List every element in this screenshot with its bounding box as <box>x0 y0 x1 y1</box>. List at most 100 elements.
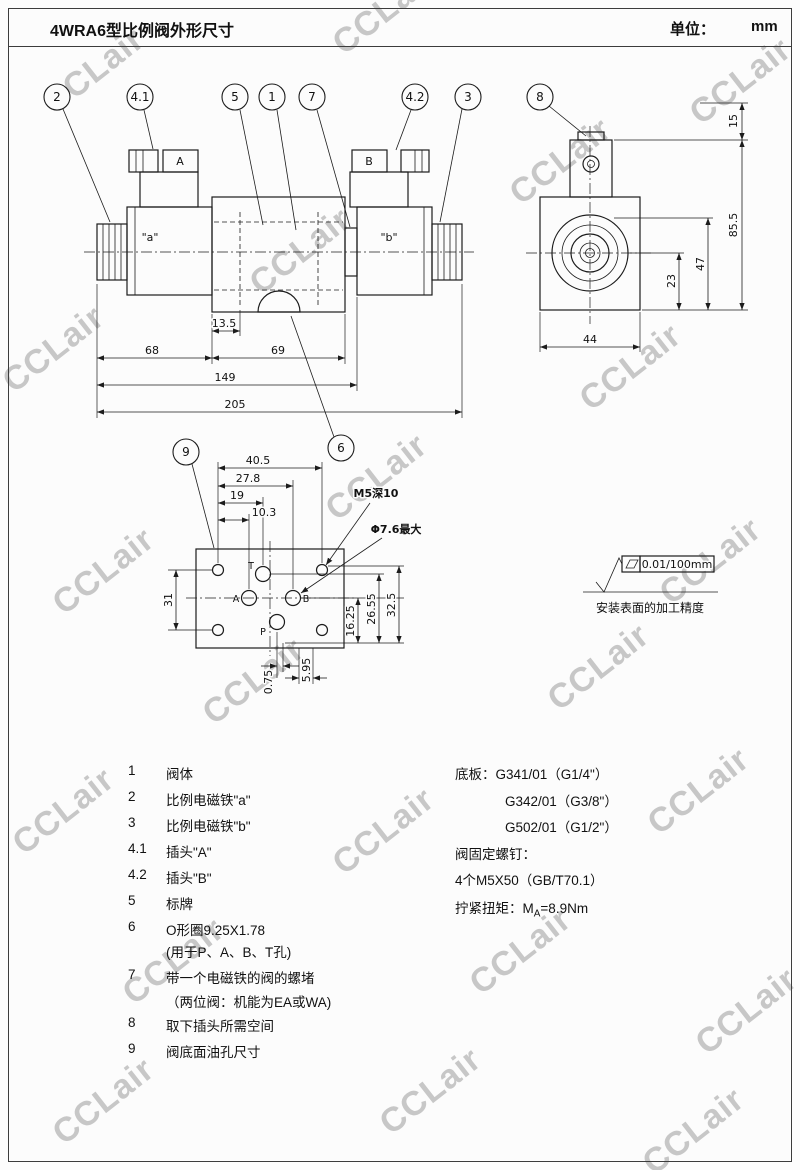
bottom-dimensions: 40.5 27.8 19 10.3 31 16.25 26.55 32.5 <box>161 453 423 696</box>
callout-7: 7 <box>308 90 316 104</box>
surface-finish: 0.01/100mm 安装表面的加工精度 <box>583 555 718 615</box>
note-m5-thread: M5深10 <box>354 486 399 500</box>
dim-16-25: 16.25 <box>344 605 357 637</box>
parts-list-item: 2 比例电磁铁"a" <box>128 789 251 809</box>
callouts: 2 4.1 5 1 7 4.2 3 8 9 6 <box>43 83 587 549</box>
dim-10-3: 10.3 <box>252 506 277 519</box>
dim-19: 19 <box>230 489 244 502</box>
part-number: 4.2 <box>128 867 147 882</box>
header-divider <box>9 46 791 47</box>
part-desc: 取下插头所需空间 <box>166 1019 274 1034</box>
parts-list-item: 9 阀底面油孔尺寸 <box>128 1041 261 1061</box>
callout-3: 3 <box>464 90 472 104</box>
part-number: 4.1 <box>128 841 147 856</box>
technical-drawing: A "a" "b" B <box>43 83 748 696</box>
oring-seat-hatch <box>257 290 301 313</box>
part-number: 7 <box>128 967 136 982</box>
baseplate-option-3: G502/01（G1/2"） <box>505 820 618 835</box>
dim-15: 15 <box>727 114 740 128</box>
dim-5-95: 5.95 <box>300 658 313 683</box>
dim-26-55: 26.55 <box>365 593 378 625</box>
callout-9: 9 <box>182 445 190 459</box>
side-dimensions: 44 23 47 85.5 15 <box>539 102 748 352</box>
plug-b-label: B <box>365 155 373 168</box>
callout-4-2: 4.2 <box>405 90 424 104</box>
finish-tolerance: 0.01/100mm <box>642 558 713 571</box>
part-desc: 插头"A" <box>166 845 212 860</box>
dim-23: 23 <box>665 274 678 288</box>
parts-list-item: 4.1 插头"A" <box>128 841 212 861</box>
dim-40-5: 40.5 <box>246 454 271 467</box>
dim-149: 149 <box>215 371 236 384</box>
note-phi-max: Φ7.6最大 <box>371 522 422 536</box>
front-view: A "a" "b" B <box>84 149 474 313</box>
finish-caption: 安装表面的加工精度 <box>596 600 704 615</box>
part-number: 3 <box>128 815 136 830</box>
parts-list-item: 4.2 插头"B" <box>128 867 212 887</box>
mounting-screws-label: 阀固定螺钉： <box>455 847 536 862</box>
part-number: 1 <box>128 763 136 778</box>
callout-4-1: 4.1 <box>130 90 149 104</box>
port-b-label: B <box>303 594 310 605</box>
port-a-label: A <box>233 594 240 605</box>
baseplate-option-2: G342/01（G3/8"） <box>505 794 618 809</box>
torque-prefix: 拧紧扭矩：M <box>455 901 534 916</box>
part-number: 8 <box>128 1015 136 1030</box>
torque-subscript: A <box>533 908 541 920</box>
part-number: 5 <box>128 893 136 908</box>
side-view <box>526 126 654 324</box>
page-title: 4WRA6型比例阀外形尺寸 <box>50 23 235 40</box>
callout-1: 1 <box>268 90 276 104</box>
port-p-label: P <box>260 627 266 638</box>
dim-69: 69 <box>271 344 285 357</box>
part-desc: 标牌 <box>166 897 193 912</box>
dim-13-5: 13.5 <box>212 317 237 330</box>
part-desc: 比例电磁铁"b" <box>166 819 251 834</box>
parts-list-item: 6 O形圈9.25X1.78 <box>128 919 265 939</box>
flatness-icon <box>625 559 639 569</box>
port-t-label: T <box>247 561 254 572</box>
parts-list-item: 3 比例电磁铁"b" <box>128 815 251 835</box>
bottom-view: T A B P <box>186 541 354 656</box>
parts-list-item: 7 带一个电磁铁的阀的螺堵 <box>128 967 315 987</box>
part-desc: 插头"B" <box>166 871 212 886</box>
part-number: 9 <box>128 1041 136 1056</box>
parts-list-item: 5 标牌 <box>128 893 193 913</box>
part-desc-continued: （两位阀：机能为EA或WA) <box>166 995 332 1010</box>
plug-a-label: A <box>176 155 184 168</box>
dim-31: 31 <box>162 593 175 607</box>
part-desc: 阀底面油孔尺寸 <box>166 1045 261 1060</box>
roughness-icon <box>595 557 623 593</box>
solenoid-b-mark: "b" <box>380 231 397 244</box>
dim-32-5: 32.5 <box>385 593 398 618</box>
callout-5: 5 <box>231 90 239 104</box>
part-desc: 阀体 <box>166 767 193 782</box>
part-desc: O形圈9.25X1.78 <box>166 923 266 938</box>
part-desc: 带一个电磁铁的阀的螺堵 <box>166 971 315 986</box>
callout-8: 8 <box>536 90 544 104</box>
dim-27-8: 27.8 <box>236 472 261 485</box>
part-desc-continued: (用于P、A、B、T孔) <box>166 945 292 960</box>
callout-6: 6 <box>337 441 345 455</box>
dim-0-75: 0.75 <box>262 670 275 695</box>
unit-value: mm <box>751 18 778 35</box>
tightening-torque: 拧紧扭矩：MA=8.9Nm <box>455 897 588 920</box>
dim-205: 205 <box>225 398 246 411</box>
part-number: 6 <box>128 919 136 934</box>
callout-2: 2 <box>53 90 61 104</box>
torque-value: =8.9Nm <box>540 901 589 916</box>
unit-label: 单位： <box>670 21 716 38</box>
part-desc: 比例电磁铁"a" <box>166 793 251 808</box>
dim-85-5: 85.5 <box>727 213 740 238</box>
mounting-screws-value: 4个M5X50（GB/T70.1） <box>455 873 604 888</box>
dim-68: 68 <box>145 344 159 357</box>
front-dimensions: 13.5 68 69 149 205 <box>96 284 463 418</box>
dim-44: 44 <box>583 333 597 346</box>
parts-list-item: 8 取下插头所需空间 <box>128 1015 274 1035</box>
solenoid-a-mark: "a" <box>142 231 159 244</box>
dim-47: 47 <box>694 257 707 271</box>
parts-list-item: 1 阀体 <box>128 763 193 783</box>
part-number: 2 <box>128 789 136 804</box>
